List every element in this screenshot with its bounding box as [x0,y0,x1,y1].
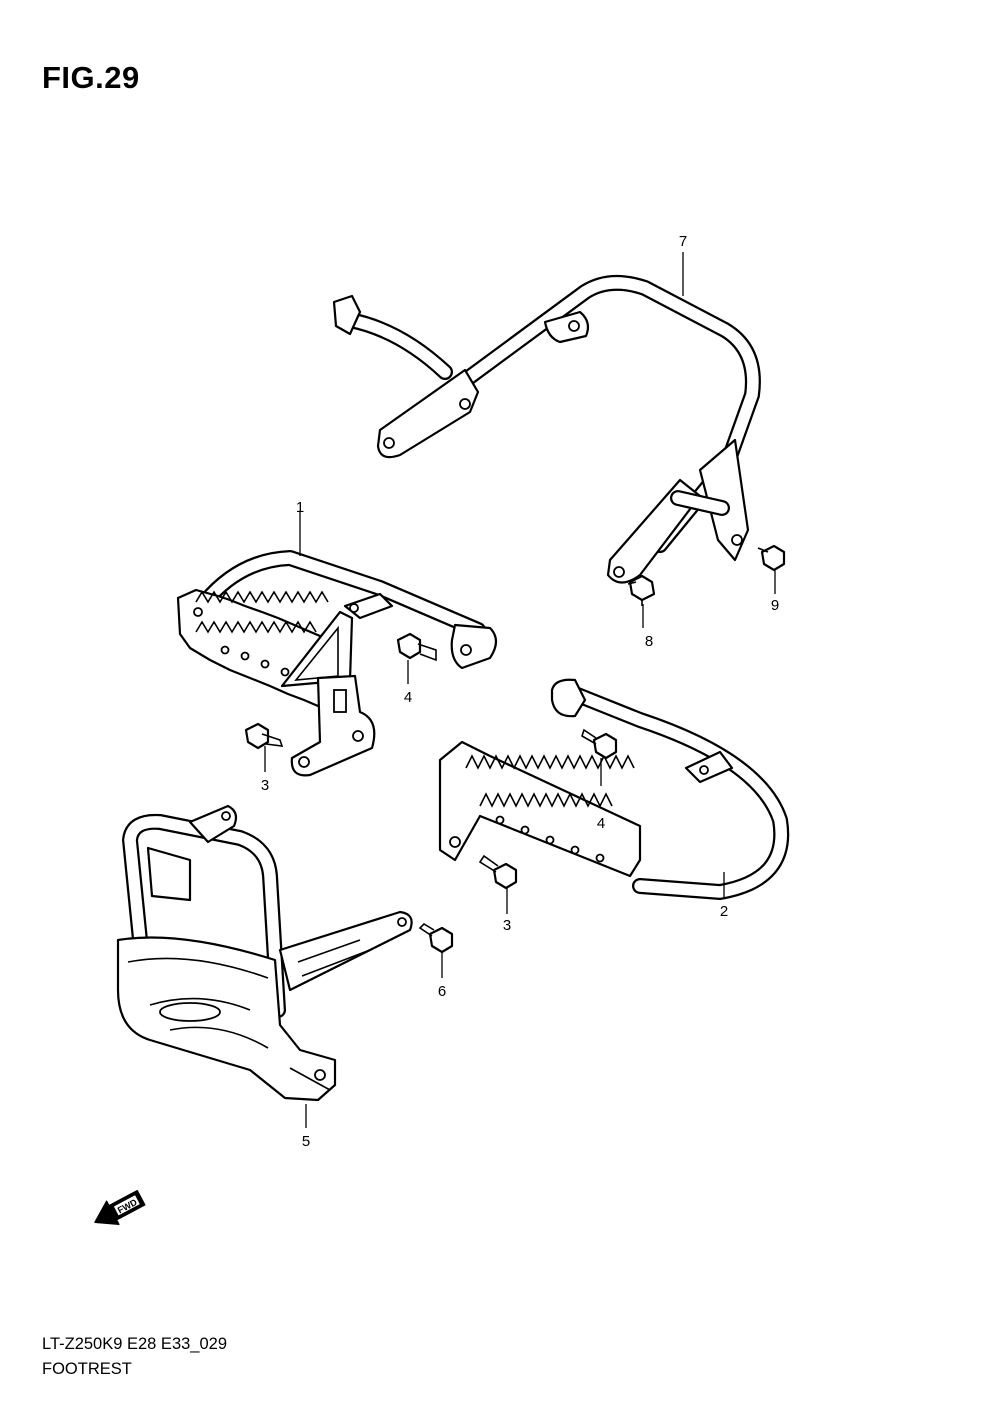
callout-7: 7 [679,233,687,250]
callout-5: 5 [302,1133,310,1150]
footer: LT-Z250K9 E28 E33_029 FOOTREST [42,1332,227,1382]
callout-3-upper: 3 [261,777,269,794]
callout-4-upper: 4 [404,689,412,706]
leader-lines [264,252,776,1128]
part-4-bolt-upper [396,632,437,662]
part-2-right-footrest [438,678,790,900]
fwd-arrow-icon: FWD [94,1189,146,1226]
part-1-left-footrest [176,550,498,777]
section-name: FOOTREST [42,1360,132,1378]
callout-8: 8 [645,633,653,650]
callout-9: 9 [771,597,779,614]
part-5-front-guard [116,804,413,1102]
part-9-bolt [757,544,786,572]
part-4-bolt-lower [581,728,618,760]
model-code: LT-Z250K9 E28 E33_029 [42,1335,227,1353]
part-6-bolt [418,922,454,954]
callout-1: 1 [296,499,304,516]
part-3-bolt-upper [244,722,284,750]
figure-title: FIG.29 [42,60,140,95]
part-3-bolt-lower [478,854,518,890]
part-8-bolt [627,574,656,606]
callout-labels: 7 1 8 9 4 3 4 3 2 6 5 [261,233,779,1150]
callout-2: 2 [720,903,728,920]
callout-3-lower: 3 [503,917,511,934]
part-7-rear-bar [332,274,761,584]
callout-6: 6 [438,983,446,1000]
callout-4-lower: 4 [597,815,605,832]
